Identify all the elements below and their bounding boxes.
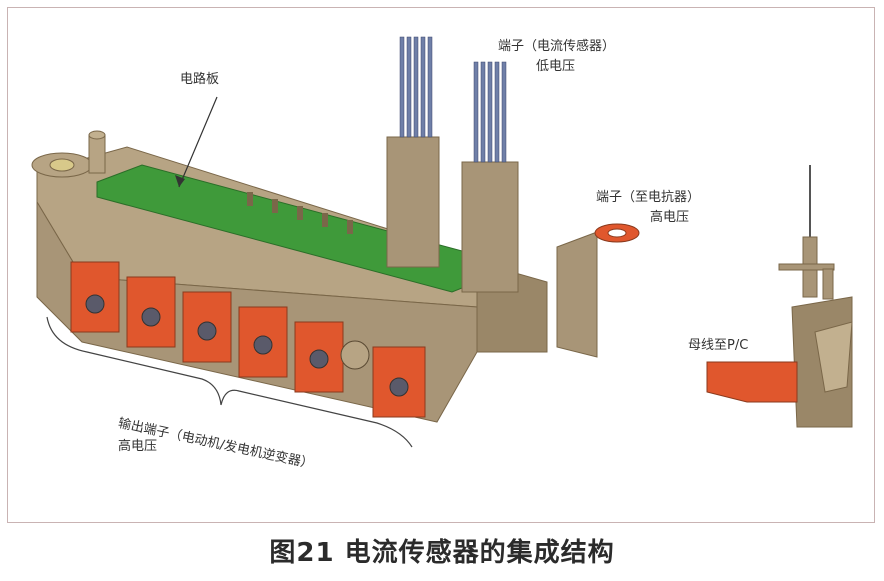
post-top [88, 130, 106, 140]
busbar-label: 母线至P/C [688, 338, 749, 353]
mounting-hole [49, 158, 75, 172]
current-sensor-tower-right [461, 61, 519, 293]
figure-caption: 图21 电流传感器的集成结构 [269, 538, 615, 568]
output-terminals-brace [46, 316, 413, 448]
locating-post [88, 134, 106, 174]
reactor-terminal-bracket [556, 231, 598, 358]
reactor-terminal-label: 端子（至电抗器） [596, 190, 701, 205]
current-sensor-terminal-label: 端子（电流传感器） [498, 39, 616, 54]
circuit-board-pointer [178, 96, 218, 188]
board-fins [247, 192, 353, 234]
reactor-lug-hole [607, 228, 627, 238]
sensor-assembly-diagram [31, 36, 853, 448]
circuit-board-label: 电路板 [180, 72, 220, 87]
output-high-voltage-label: 高电压 [118, 439, 158, 454]
current-sensor-tower-left [386, 36, 440, 268]
low-voltage-label: 低电压 [536, 59, 576, 74]
reactor-high-voltage-label: 高电压 [650, 210, 690, 225]
busbar-detail [706, 165, 853, 428]
output-terminals [70, 261, 426, 418]
pointer-arrowhead [175, 175, 185, 187]
